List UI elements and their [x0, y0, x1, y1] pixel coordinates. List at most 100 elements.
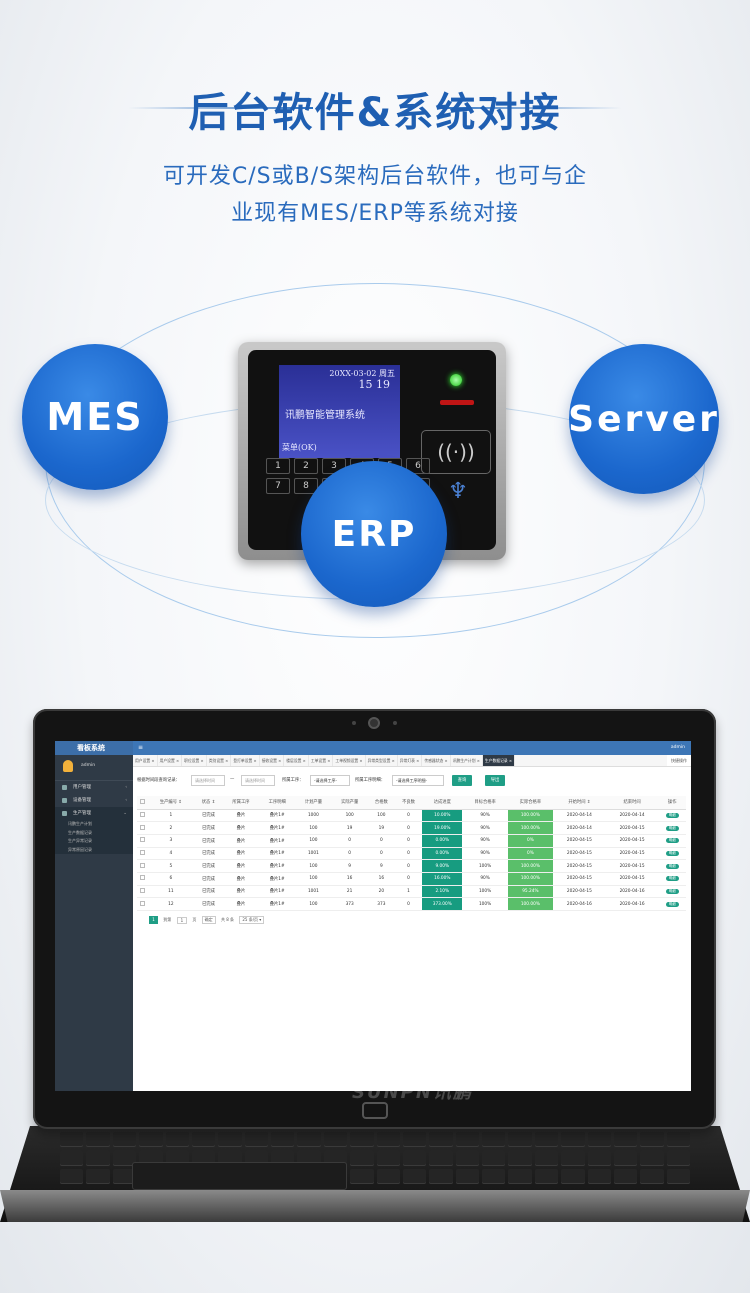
column-header[interactable]: 结束时间	[605, 796, 659, 810]
checkbox-icon[interactable]	[139, 811, 145, 817]
process-detail-select[interactable]: -请选择工序明细-	[392, 775, 444, 786]
tab-item[interactable]: 楼层设置 ×	[284, 755, 309, 766]
table-cell: 1001	[295, 885, 332, 899]
search-button[interactable]: 查询	[452, 775, 472, 786]
checkbox-icon[interactable]	[139, 900, 145, 906]
checkbox-icon[interactable]	[139, 887, 145, 893]
table-cell: 100%	[462, 885, 508, 899]
tab-item[interactable]: 生产数据记录 ×	[482, 755, 516, 766]
detail-button[interactable]: 明细	[665, 888, 679, 894]
keyboard-key	[297, 1132, 321, 1148]
tab-item[interactable]: 工单设置 ×	[309, 755, 334, 766]
process-select[interactable]: -请选择工序-	[310, 775, 350, 786]
column-header[interactable]: 操作	[658, 796, 686, 810]
keyboard-key	[640, 1150, 664, 1166]
keyboard-key	[587, 1168, 611, 1184]
tab-item[interactable]: 职位设置 ×	[182, 755, 207, 766]
tab-item[interactable]: 用户设置 ×	[133, 755, 158, 766]
sidebar-item-production-management[interactable]: 生产管理⌄	[55, 807, 133, 820]
column-header[interactable]: 达成进度	[422, 796, 463, 810]
column-header[interactable]: 实际合格率	[507, 796, 554, 810]
table-cell: 已完成	[194, 885, 223, 899]
table-cell: 明细	[658, 847, 686, 861]
sidebar-item-user-management[interactable]: 用户管理‹	[55, 781, 133, 794]
tab-item[interactable]: 异常类型设置 ×	[366, 755, 398, 766]
checkbox-icon[interactable]	[139, 798, 145, 804]
tab-item[interactable]: 工单视频设置 ×	[333, 755, 366, 766]
page-size-select[interactable]: 25 条/页 ▾	[239, 916, 265, 924]
page-input[interactable]: 1	[176, 916, 188, 924]
column-header[interactable]: 工序明细	[259, 796, 296, 810]
detail-button[interactable]: 明细	[665, 863, 679, 869]
submenu-item[interactable]: 异常原因记录	[55, 845, 133, 854]
start-time-input[interactable]: 请选择时间	[191, 775, 225, 786]
row-checkbox[interactable]	[137, 885, 148, 899]
column-header[interactable]: 目标合格率	[462, 796, 508, 810]
detail-button[interactable]: 明细	[665, 825, 679, 831]
keyboard-key	[112, 1150, 137, 1166]
row-checkbox[interactable]	[137, 821, 148, 835]
submenu-item[interactable]: 生产异常记录	[55, 837, 133, 846]
column-header[interactable]: 状态 ⇕	[194, 796, 223, 810]
tab-item[interactable]: 登打单设置 ×	[231, 755, 260, 766]
tab-item[interactable]: 异常灯表 ×	[398, 755, 423, 766]
title-right-line	[437, 107, 622, 109]
menu-toggle-icon[interactable]: ≡	[138, 744, 144, 751]
submenu-item[interactable]: 讯鹏生产计划	[55, 820, 133, 829]
sidebar-item-device-management[interactable]: 设备管理‹	[55, 794, 133, 807]
detail-button[interactable]: 明细	[665, 850, 679, 856]
submenu-item[interactable]: 生产数据记录	[55, 828, 133, 837]
checkbox-icon[interactable]	[139, 824, 145, 830]
column-header[interactable]: 计划产量	[295, 796, 332, 810]
quick-actions-tab[interactable]: 快捷操作	[667, 755, 691, 766]
column-header[interactable]: 开始时间 ⇕	[553, 796, 606, 810]
table-cell: 100	[295, 897, 332, 911]
home-button[interactable]	[362, 1102, 388, 1119]
table-cell: 21	[331, 885, 368, 899]
row-checkbox[interactable]	[137, 897, 148, 911]
topbar-username[interactable]: admin	[670, 745, 685, 750]
tab-item[interactable]: 类别设置 ×	[207, 755, 232, 766]
row-checkbox[interactable]	[137, 859, 148, 873]
export-button[interactable]: 导出	[485, 775, 505, 786]
column-header[interactable]: 所属工序	[222, 796, 260, 810]
tab-item[interactable]: 传感器状态 ×	[422, 755, 451, 766]
row-checkbox[interactable]	[137, 834, 148, 848]
end-time-input[interactable]: 请选择时间	[241, 775, 275, 786]
column-header[interactable]: 不良数	[394, 796, 423, 810]
checkbox-icon[interactable]	[139, 862, 145, 868]
checkbox-icon[interactable]	[139, 849, 145, 855]
keyboard-key	[429, 1168, 453, 1184]
table-cell: 叠片1#	[259, 821, 296, 835]
row-checkbox[interactable]	[137, 809, 148, 823]
column-header[interactable]: 实际产量	[331, 796, 368, 810]
page-confirm-button[interactable]: 确定	[201, 916, 216, 924]
detail-button[interactable]: 明细	[665, 812, 679, 818]
detail-button[interactable]: 明细	[665, 901, 679, 907]
tab-item[interactable]: 讯鹏生产计划 ×	[451, 755, 483, 766]
checkbox-icon[interactable]	[139, 837, 145, 843]
checkbox-icon[interactable]	[139, 875, 145, 881]
row-checkbox[interactable]	[137, 847, 148, 861]
table-cell: 2020-04-15	[605, 859, 659, 873]
table-cell: 95.24%	[507, 885, 554, 899]
table-cell: 叠片1#	[259, 847, 296, 861]
detail-button[interactable]: 明细	[665, 876, 679, 882]
column-header[interactable]: 生产编号 ⇕	[147, 796, 195, 810]
row-checkbox[interactable]	[137, 872, 148, 886]
detail-button[interactable]: 明细	[665, 838, 679, 844]
select-all-checkbox[interactable]	[137, 796, 148, 810]
tab-item[interactable]: 接收设置 ×	[260, 755, 285, 766]
tab-item[interactable]: 用户设置 ×	[158, 755, 183, 766]
column-header[interactable]: 合格数	[367, 796, 395, 810]
table-cell: 已完成	[194, 847, 223, 861]
page-current[interactable]: 1	[149, 916, 158, 924]
